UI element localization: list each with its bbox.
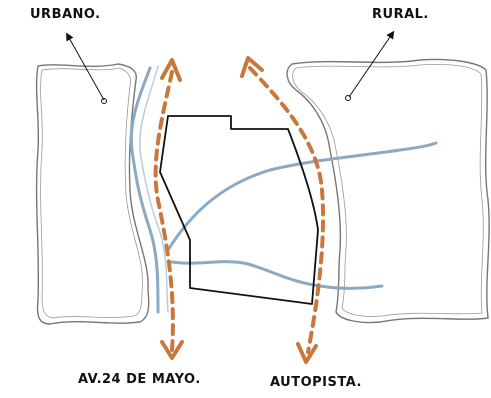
rural-leader-line (348, 30, 395, 98)
highway-route-arrow (248, 66, 326, 354)
rural-zone-block (286, 58, 490, 324)
avenue-route-arrowhead-bottom (160, 340, 184, 360)
urban-zone-block-inner (40, 67, 144, 319)
site-boundary (159, 115, 319, 305)
rural-zone-block-inner (292, 64, 484, 317)
urban-leader-dot (101, 98, 107, 104)
highway-route-arrowhead-bottom (296, 342, 318, 364)
avenue-route-arrowhead-top (160, 58, 182, 82)
river-channel-left (129, 66, 160, 314)
river-channel-left-2 (139, 65, 169, 313)
avenue-label: AV.24 DE MAYO. (78, 372, 201, 387)
urban-zone-block (35, 63, 150, 325)
rural-label: RURAL. (372, 7, 429, 22)
avenue-route-arrow (153, 70, 175, 352)
rural-leader-dot (345, 95, 351, 101)
highway-route-arrowhead-top (240, 56, 264, 78)
urban-label: URBANO. (30, 7, 101, 22)
river-channel-upper (166, 141, 438, 252)
urban-leader-line (66, 32, 105, 101)
highway-label: AUTOPISTA. (270, 375, 362, 390)
river-channel-lower (170, 260, 384, 290)
